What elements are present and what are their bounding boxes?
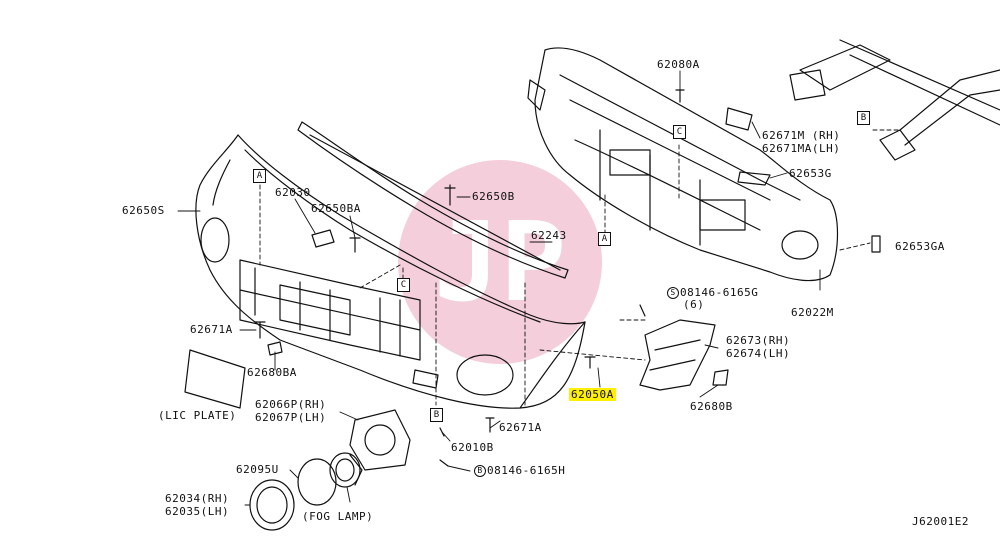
fog-lamp-gasket <box>297 458 337 506</box>
core-support-assembly <box>527 47 839 282</box>
label-62671A: 62671A <box>190 323 233 336</box>
label-62650B: 62650B <box>472 190 515 203</box>
label-62034: 62034(RH) <box>165 492 230 505</box>
label-62650BA: 62650BA <box>311 202 361 215</box>
ref-box-c: C <box>397 278 410 292</box>
front-bumper-fascia <box>195 134 586 409</box>
ref-box-a: A <box>253 169 266 183</box>
label-62080A: 62080A <box>657 58 700 71</box>
fog-lamp <box>329 452 363 488</box>
frame-rails <box>789 39 1000 161</box>
label-62035: 62035(LH) <box>165 505 230 518</box>
fog-lamp-bracket <box>349 409 411 471</box>
label-62671A-bottom: 62671A <box>499 421 542 434</box>
label-62022M: 62022M <box>791 306 834 319</box>
label-62050A: 62050A <box>569 388 616 401</box>
ref-box-a: A <box>598 232 611 246</box>
bumper-reinforcement <box>297 121 569 279</box>
label-62650S: 62650S <box>122 204 165 217</box>
label-62066P: 62066P(RH) <box>255 398 327 411</box>
label-62067P: 62067P(LH) <box>255 411 327 424</box>
highlighted-part-number: 62050A <box>569 388 616 401</box>
label-62095U: 62095U <box>236 463 279 476</box>
part-number: 08146-6165H <box>487 464 566 477</box>
ref-box-b: B <box>430 408 443 422</box>
label-62680BA: 62680BA <box>247 366 297 379</box>
label-62671MA: 62671MA(LH) <box>762 142 841 155</box>
leader-lines <box>177 70 821 506</box>
label-lic-plate: (LIC PLATE) <box>158 409 237 422</box>
label-62030: 62030 <box>275 186 311 199</box>
ref-box-b: B <box>857 111 870 125</box>
ref-box-c: C <box>673 125 686 139</box>
label-fog-lamp: (FOG LAMP) <box>302 510 374 523</box>
label-62653GA: 62653GA <box>895 240 945 253</box>
diagram-id: J62001E2 <box>912 515 969 528</box>
label-62243: 62243 <box>531 229 567 242</box>
fasteners <box>254 89 881 467</box>
label-qty-6: (6) <box>683 298 705 311</box>
dashed-references <box>259 129 901 406</box>
air-deflector <box>639 319 716 391</box>
label-62680B: 62680B <box>690 400 733 413</box>
part-number: 08146-6165G <box>680 286 759 299</box>
label-62673: 62673(RH) <box>726 334 791 347</box>
fog-lamp-finisher <box>249 479 295 531</box>
ref-circle-s: S <box>667 287 679 299</box>
ref-circle-b: B <box>474 465 486 477</box>
label-62671M: 62671M (RH) <box>762 129 841 142</box>
label-62653G: 62653G <box>789 167 832 180</box>
label-62010B: 62010B <box>451 441 494 454</box>
label-62674: 62674(LH) <box>726 347 791 360</box>
license-plate <box>184 349 246 409</box>
